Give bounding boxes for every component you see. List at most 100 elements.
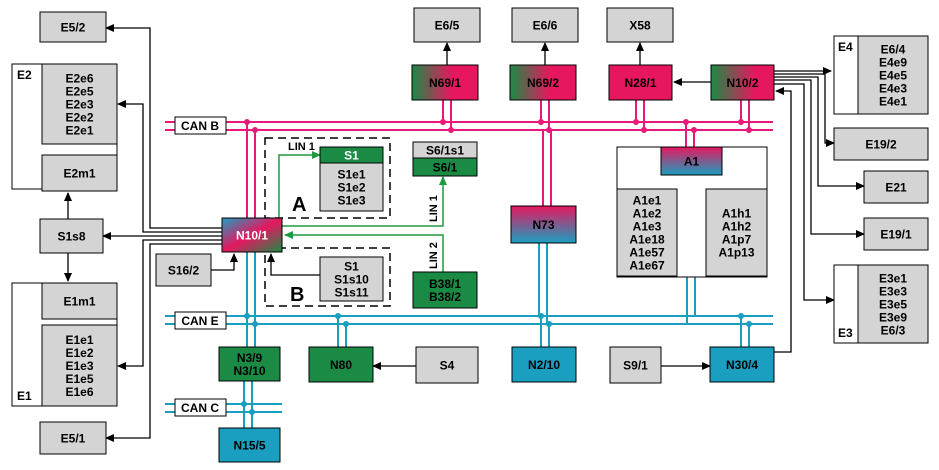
box-label: X58 — [629, 19, 651, 33]
box-s6-1: S6/1 — [412, 157, 478, 177]
can-c-label: CAN C — [174, 398, 227, 417]
box-label: N10/1 — [236, 229, 268, 243]
group-a: A — [264, 137, 391, 219]
box-label: E1e5 — [65, 372, 93, 386]
box-n80: N80 — [308, 346, 374, 383]
can-e-label: CAN E — [174, 311, 227, 330]
box-label: A1 — [684, 155, 700, 169]
can-e-nodes — [244, 313, 752, 327]
box-e5-1: E5/1 — [39, 421, 107, 455]
box-n10-1: N10/1 — [221, 217, 283, 253]
box-n30-4: N30/4 — [709, 346, 775, 383]
box-label: E4e3 — [879, 82, 907, 96]
box-label: E3e9 — [879, 311, 907, 325]
box-label: A1p13 — [718, 246, 754, 260]
group-a-label: A — [292, 194, 306, 216]
box-label: S4 — [440, 359, 455, 373]
box-label: A1h1 — [722, 207, 752, 221]
control-wires — [64, 24, 865, 442]
box-label: E3e1 — [879, 272, 907, 286]
can-b-label: CAN B — [174, 116, 227, 135]
box-label: E3e5 — [879, 298, 907, 312]
box-label: E19/1 — [880, 228, 912, 242]
box-label: S1 — [344, 149, 359, 163]
box-label: N73 — [532, 218, 554, 232]
box-label: E2e2 — [65, 111, 93, 125]
box-label: A1h2 — [722, 220, 752, 234]
box-e2m1: E2m1 — [41, 154, 118, 192]
box-label: N3/10 — [233, 364, 265, 378]
box-label: E4e5 — [879, 69, 907, 83]
svg-text:CAN E: CAN E — [181, 314, 218, 328]
box-x58: X58 — [606, 7, 674, 43]
box-e6-5: E6/5 — [413, 7, 481, 43]
box-label: N30/4 — [726, 358, 758, 372]
box-s9-1: S9/1 — [609, 346, 662, 384]
box-label: S1e2 — [337, 181, 365, 195]
box-label: E5/1 — [61, 432, 86, 446]
box-e1m1: E1m1 — [41, 282, 118, 320]
lin1-top-label: LIN 1 — [288, 141, 315, 153]
box-label: E2e5 — [65, 85, 93, 99]
box-n10-2: N10/2 — [710, 64, 775, 101]
box-label: S9/1 — [623, 359, 648, 373]
box-label: E1e2 — [65, 346, 93, 360]
box-label: E4e9 — [879, 56, 907, 70]
box-label: S1s8 — [57, 230, 85, 244]
box-label: E3e3 — [879, 285, 907, 299]
box-e19-1: E19/1 — [863, 217, 929, 251]
svg-text:CAN B: CAN B — [181, 119, 219, 133]
box-n73: N73 — [510, 205, 577, 244]
can-c-nodes — [241, 401, 255, 415]
box-s4: S4 — [415, 346, 479, 384]
box-label: E1e1 — [65, 333, 93, 347]
box-label: N28/1 — [624, 76, 656, 90]
box-label: S1 — [344, 260, 359, 274]
svg-text:E3: E3 — [838, 326, 853, 340]
box-label: E2e1 — [65, 124, 93, 138]
box-e6-6: E6/6 — [511, 7, 579, 43]
svg-text:CAN C: CAN C — [181, 401, 219, 415]
box-n69-1: N69/1 — [411, 64, 479, 101]
box-label: E1e3 — [65, 359, 93, 373]
box-s1s8: S1s8 — [39, 218, 104, 254]
box-label: S1s11 — [334, 286, 368, 300]
box-e5-2: E5/2 — [39, 11, 107, 43]
can-b-bus — [165, 100, 773, 218]
box-label: A1e1 — [633, 194, 662, 208]
box-label: E6/3 — [881, 324, 906, 338]
box-label: E21 — [885, 181, 907, 195]
box-label: A1e2 — [633, 207, 662, 221]
box-label: E1m1 — [63, 295, 95, 309]
lin1-side-label: LIN 1 — [428, 195, 440, 222]
box-label: S1s10 — [334, 273, 369, 287]
svg-text:E1: E1 — [17, 389, 32, 403]
box-label: N2/10 — [528, 358, 560, 372]
box-label: N15/5 — [233, 439, 265, 453]
box-label: N10/2 — [726, 76, 758, 90]
box-label: A1e67 — [629, 259, 665, 273]
box-label: A1e3 — [633, 220, 662, 234]
box-label: B38/1 — [429, 277, 461, 291]
box-label: E6/4 — [881, 43, 906, 57]
box-label: E6/5 — [435, 19, 460, 33]
box-label: A1e57 — [629, 246, 665, 260]
box-label: E5/2 — [61, 21, 86, 35]
box-label: A1p7 — [722, 233, 752, 247]
box-label: S6/1 — [433, 161, 458, 175]
box-label: E1e6 — [65, 385, 93, 399]
box-label: N69/2 — [527, 76, 559, 90]
box-label: A1e18 — [629, 233, 665, 247]
box-s1-a: S1 — [319, 146, 384, 164]
box-s16-2: S16/2 — [155, 253, 212, 287]
group-b-label: B — [290, 284, 304, 306]
can-b-nodes — [244, 119, 752, 133]
box-label: S1e1 — [337, 168, 365, 182]
